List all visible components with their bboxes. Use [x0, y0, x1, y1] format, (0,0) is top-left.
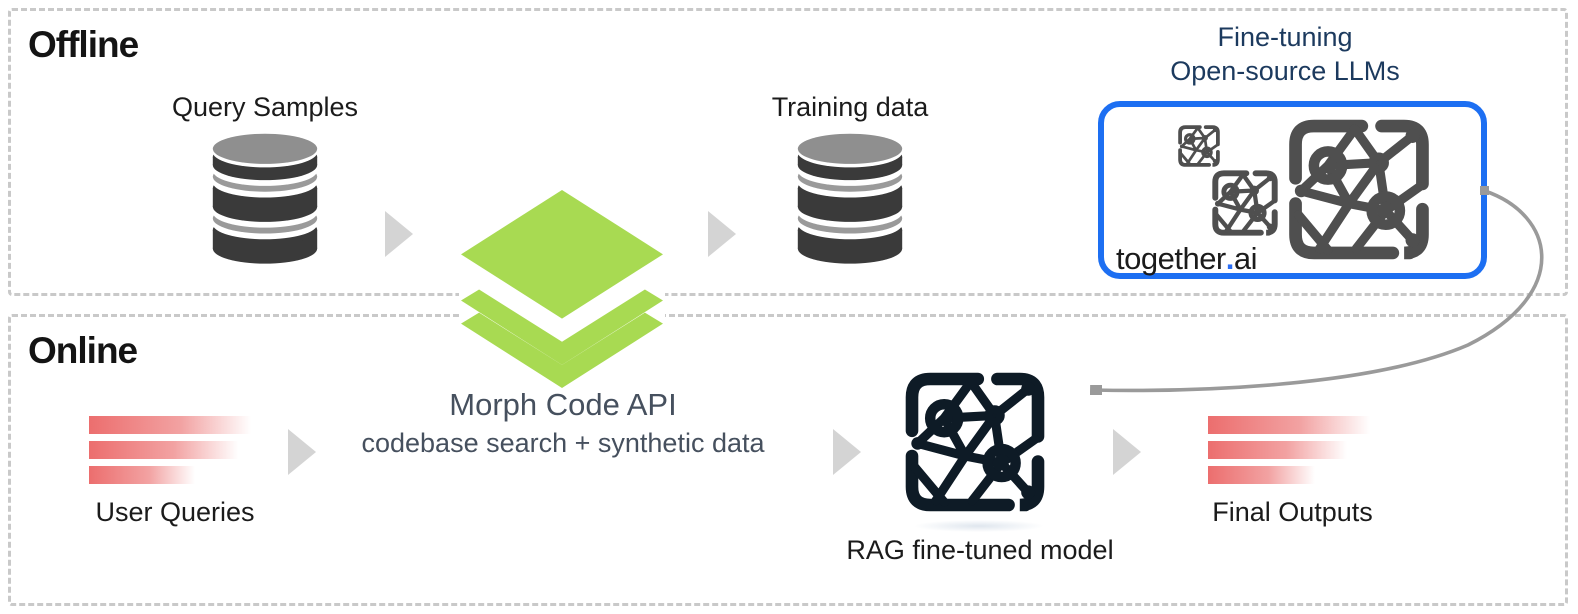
fine-tuning-caption-line2: Open-source LLMs — [1170, 56, 1400, 86]
database-icon — [797, 133, 903, 264]
query-lines-icon — [89, 416, 256, 491]
user-queries-label: User Queries — [95, 497, 255, 527]
query-line-bar — [89, 466, 198, 484]
online-section-frame — [8, 314, 1568, 606]
training-data-label: Training data — [771, 92, 929, 122]
fine-tuning-caption-line1: Fine-tuning — [1217, 22, 1353, 52]
final-outputs-label: Final Outputs — [1212, 497, 1373, 527]
together-logo-tld: ai — [1233, 241, 1258, 276]
query-samples-label: Query Samples — [171, 92, 359, 122]
fine-tuning-caption: Fine-tuning Open-source LLMs — [1130, 20, 1440, 88]
arrow-right-icon — [708, 211, 736, 257]
database-icon — [212, 133, 318, 264]
curved-connector-arrow — [1040, 186, 1544, 420]
rag-model-label: RAG fine-tuned model — [846, 535, 1114, 565]
offline-section-frame — [8, 8, 1568, 296]
output-line-bar — [1208, 441, 1351, 459]
arrow-right-icon — [833, 429, 861, 475]
output-line-bar — [1208, 466, 1318, 484]
query-line-bar — [89, 441, 243, 459]
morph-code-api-subtitle: codebase search + synthetic data — [361, 428, 765, 458]
rag-model-icon — [905, 372, 1045, 512]
network-model-icon-small — [1178, 125, 1220, 167]
online-section-title: Online — [28, 330, 138, 371]
together-logo-dot: . — [1225, 241, 1235, 276]
output-lines-icon — [1208, 416, 1375, 491]
arrow-right-icon — [1113, 429, 1141, 475]
output-line-bar — [1208, 416, 1375, 434]
offline-section-title: Offline — [28, 24, 139, 65]
query-line-bar — [89, 416, 256, 434]
together-ai-logo: together.ai — [1116, 241, 1258, 277]
together-ai-box: together.ai — [1098, 101, 1487, 279]
rag-model-shadow — [915, 520, 1043, 532]
together-logo-name: together — [1116, 241, 1226, 276]
layers-icon — [459, 188, 665, 392]
morph-code-api-title: Morph Code API — [449, 387, 677, 422]
arrow-right-icon — [385, 211, 413, 257]
arrow-right-icon — [288, 429, 316, 475]
